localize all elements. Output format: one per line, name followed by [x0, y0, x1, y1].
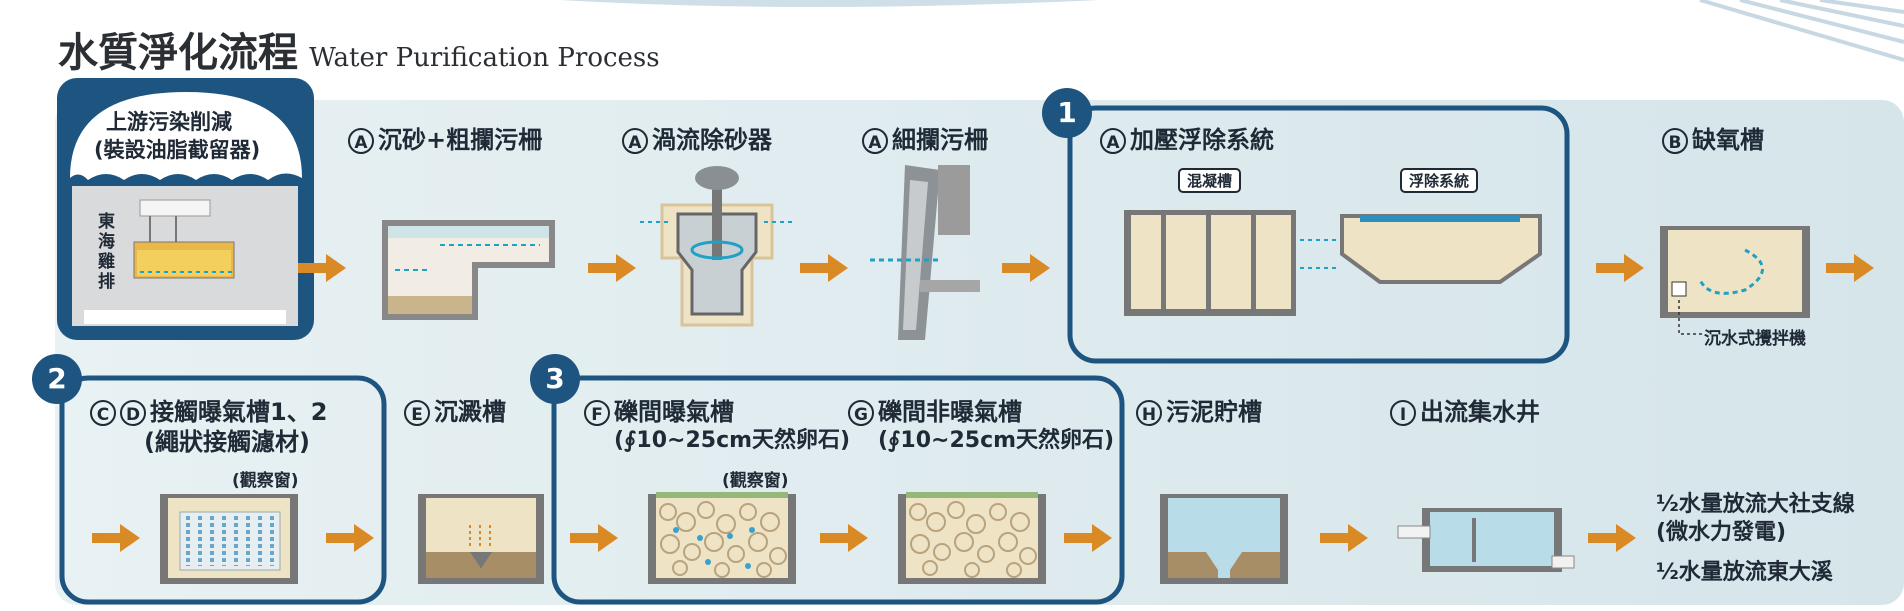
contact-text: 接觸曝氣槽1、2: [150, 398, 328, 426]
letter-d: D: [120, 400, 146, 426]
tag-flotation: 浮除系統: [1400, 168, 1479, 193]
nonaerated-gravel-graphic: [898, 492, 1046, 584]
letter-a-1: A: [348, 128, 374, 154]
anoxic-text: 缺氧槽: [1692, 126, 1764, 154]
letter-a-4: A: [1100, 128, 1126, 154]
group2-outline: [59, 375, 387, 605]
letter-e: E: [404, 400, 430, 426]
upstream-line1: 上游污染削減: [106, 110, 232, 134]
vortex-separator-graphic: [640, 166, 796, 327]
upstream-line2: (裝設油脂截留器): [94, 138, 261, 162]
title-en: Water Purification Process: [309, 43, 660, 73]
group3-outline: [551, 375, 1125, 605]
letter-b: B: [1662, 128, 1688, 154]
letter-a-2: A: [622, 128, 648, 154]
page-title: 水質淨化流程 Water Purification Process: [58, 20, 660, 78]
aerated-text: 礫間曝氣槽: [614, 398, 734, 426]
badge-3: 3: [530, 354, 580, 404]
corner-lines: [1699, 0, 1904, 62]
letter-i: I: [1390, 400, 1416, 426]
outlet-text: 出流集水井: [1420, 398, 1540, 426]
tag-coagulation: 混凝槽: [1178, 168, 1242, 193]
label-aerated-line2: (∮10~25cm天然卵石): [614, 428, 851, 453]
upstream-box: [57, 78, 314, 340]
badge-2: 2: [32, 354, 82, 404]
title-zh: 水質淨化流程: [58, 29, 298, 76]
anoxic-tank-graphic: [1660, 226, 1810, 335]
outlet-well-graphic: [1397, 508, 1575, 572]
daf-text: 加壓浮除系統: [1130, 126, 1274, 154]
nonaerated-text: 礫間非曝氣槽: [878, 398, 1022, 426]
letter-c: C: [90, 400, 116, 426]
grit-chamber-graphic: [382, 220, 555, 320]
label-nonaerated-line2: (∮10~25cm天然卵石): [878, 428, 1115, 453]
sludge-tank-graphic: [1160, 494, 1288, 584]
sedimentation-text: 沉澱槽: [434, 398, 506, 426]
fine-screen-text: 細攔污柵: [892, 126, 988, 154]
anoxic-note: 沉水式攪拌機: [1704, 329, 1806, 349]
fine-screen-graphic: [870, 165, 980, 340]
contact-tank-graphic: [160, 494, 298, 584]
side-char-4: 排: [98, 272, 115, 292]
aerated-window: (觀察窗): [722, 471, 789, 491]
grit-screen-text: 沉砂+粗攔污柵: [378, 126, 543, 154]
letter-f: F: [584, 400, 610, 426]
sedimentation-tank-graphic: [418, 494, 544, 584]
letter-g: G: [848, 400, 874, 426]
label-contact-line2: (繩狀接觸濾材): [144, 428, 310, 456]
daf-graphic: [1124, 210, 1542, 316]
letter-h: H: [1136, 400, 1162, 426]
side-char-2: 海: [98, 232, 115, 252]
upstream-side-label: 東 海 雞 排: [98, 212, 115, 292]
output-line3: ½水量放流東大溪: [1656, 560, 1833, 585]
sludge-text: 污泥貯槽: [1166, 398, 1262, 426]
aerated-gravel-graphic: [648, 492, 796, 584]
output-line1: ½水量放流大社支線: [1656, 492, 1855, 517]
letter-a-3: A: [862, 128, 888, 154]
top-sweep: [560, 0, 1100, 7]
side-char-1: 東: [98, 212, 115, 232]
output-line2: (微水力發電): [1656, 520, 1787, 545]
contact-window: (觀察窗): [232, 471, 299, 491]
badge-1: 1: [1042, 88, 1092, 138]
side-char-3: 雞: [98, 252, 115, 272]
vortex-text: 渦流除砂器: [652, 126, 772, 154]
group1-outline: [1067, 105, 1570, 364]
